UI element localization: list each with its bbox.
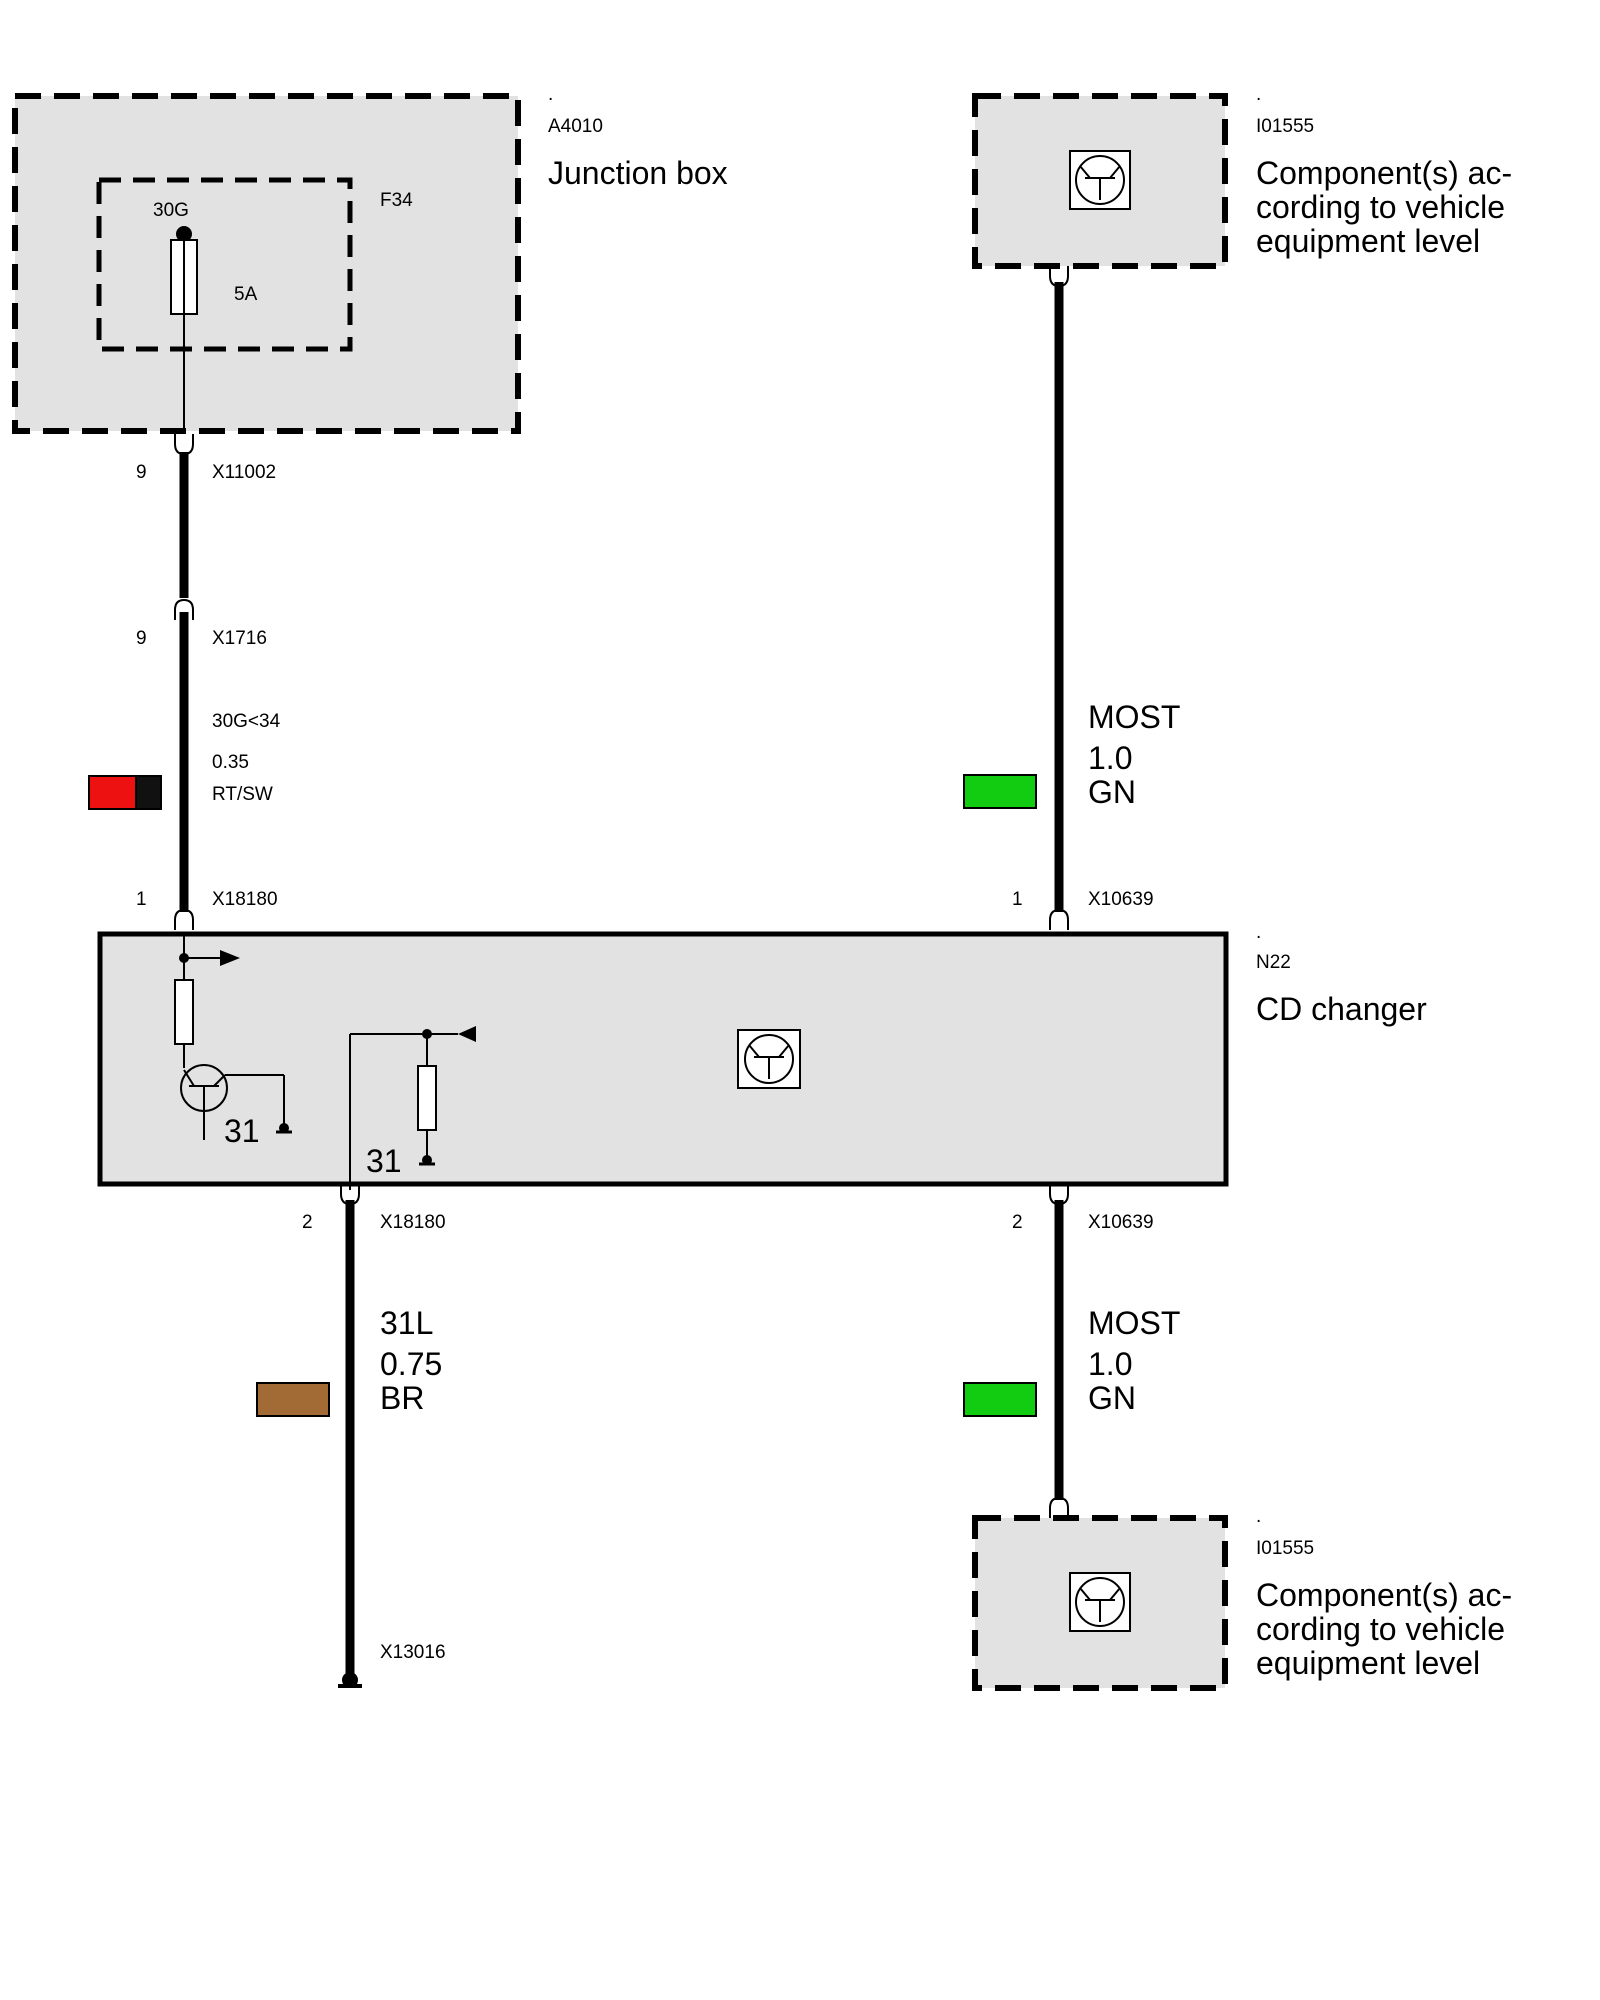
x1716-name: X1716 — [212, 628, 267, 649]
transistor-module-icon — [737, 1029, 801, 1089]
fuse-id: F34 — [380, 190, 413, 211]
fuse-terminal-label: 30G — [153, 200, 189, 221]
power-wire — [174, 434, 194, 930]
ground-wire-color: BR — [380, 1380, 424, 1416]
x18180-in-name: X18180 — [212, 889, 278, 910]
component-top-name-line-1: Component(s) ac- — [1256, 155, 1512, 191]
connector-x11002-symbol — [174, 434, 194, 456]
x18180-in-pin: 1 — [136, 889, 147, 910]
most-bottom-color: GN — [1088, 1380, 1136, 1416]
x1716-pin: 9 — [136, 628, 147, 649]
cd-changer-module[interactable] — [97, 931, 1229, 1190]
connector-x10639-in-symbol — [1049, 908, 1069, 930]
resistor-symbol-2 — [417, 1065, 437, 1131]
most-wire-bottom — [1049, 1184, 1069, 1518]
transistor-module-icon — [1069, 1572, 1131, 1632]
x10639-in-name: X10639 — [1088, 889, 1154, 910]
fuse-holder-outline — [96, 177, 353, 352]
ground-wire-gauge: 0.75 — [380, 1346, 442, 1382]
component-top-name-line-2: cording to vehicle — [1256, 189, 1505, 225]
x11002-pin: 9 — [136, 462, 147, 483]
component-bottom-name-line-1: Component(s) ac- — [1256, 1577, 1512, 1613]
pull-resistor-circuit — [349, 1026, 476, 1190]
cd-changer-dot: . — [1256, 922, 1261, 943]
junction-box-dot: . — [548, 84, 553, 105]
swatch-black — [135, 775, 162, 810]
component-top-name-line-3: equipment level — [1256, 223, 1480, 259]
most-wire-top — [1049, 266, 1069, 930]
connector-x18180-in-symbol — [174, 908, 194, 930]
ground-icon — [279, 1123, 289, 1133]
power-wire-color: RT/SW — [212, 784, 273, 805]
most-top-gauge: 1.0 — [1088, 740, 1132, 776]
component-bottom-name-line-2: cording to vehicle — [1256, 1611, 1505, 1647]
component-top-dot: . — [1256, 84, 1261, 105]
ground-label-2: 31 — [366, 1143, 402, 1179]
most-bottom-gauge: 1.0 — [1088, 1346, 1132, 1382]
junction-box-id: A4010 — [548, 116, 603, 137]
swatch-red — [88, 775, 137, 810]
most-bottom-color-swatch — [963, 1382, 1037, 1417]
arrow-right-icon — [220, 950, 240, 966]
x10639-out-name: X10639 — [1088, 1212, 1154, 1233]
most-top-signal: MOST — [1088, 699, 1180, 735]
input-circuit — [174, 934, 292, 1140]
power-wire-signal: 30G<34 — [212, 711, 281, 732]
power-wire-gauge: 0.35 — [212, 752, 249, 773]
ground-point-icon — [342, 1672, 358, 1688]
connector-x1716-symbol — [174, 598, 194, 620]
ground-wire — [338, 1184, 362, 1688]
x11002-name: X11002 — [212, 462, 276, 483]
component-bottom[interactable] — [972, 1515, 1228, 1691]
fuse-rating: 5A — [234, 284, 258, 305]
cd-changer-id: N22 — [1256, 952, 1291, 973]
cd-changer-name: CD changer — [1256, 991, 1427, 1027]
x10639-in-pin: 1 — [1012, 889, 1023, 910]
most-top-color: GN — [1088, 774, 1136, 810]
x18180-out-name: X18180 — [380, 1212, 446, 1233]
ground-wire-signal: 31L — [380, 1305, 433, 1341]
x13016-name: X13016 — [380, 1642, 446, 1663]
component-bottom-name-line-3: equipment level — [1256, 1645, 1480, 1681]
connector-i01555-bottom-symbol — [1049, 1496, 1069, 1518]
cd-changer-outline — [97, 931, 1229, 1187]
fuse-terminal-dot — [176, 226, 192, 242]
transistor-module-icon — [1069, 150, 1131, 210]
component-bottom-id: I01555 — [1256, 1538, 1314, 1559]
most-top-color-swatch — [963, 774, 1037, 809]
ground-label-1: 31 — [224, 1113, 260, 1149]
arrow-left-icon — [458, 1026, 476, 1042]
component-bottom-dot: . — [1256, 1506, 1261, 1527]
component-top-id: I01555 — [1256, 116, 1314, 137]
junction-box-name: Junction box — [548, 155, 728, 191]
ground-icon-2 — [422, 1155, 432, 1165]
component-top[interactable] — [972, 93, 1228, 269]
most-bottom-signal: MOST — [1088, 1305, 1180, 1341]
x10639-out-pin: 2 — [1012, 1212, 1023, 1233]
ground-wire-color-swatch — [256, 1382, 330, 1417]
power-wire-color-swatch — [88, 775, 162, 810]
resistor-symbol — [174, 979, 194, 1045]
junction-box[interactable] — [12, 93, 521, 434]
x18180-out-pin: 2 — [302, 1212, 313, 1233]
junction-box-outline — [12, 93, 521, 434]
